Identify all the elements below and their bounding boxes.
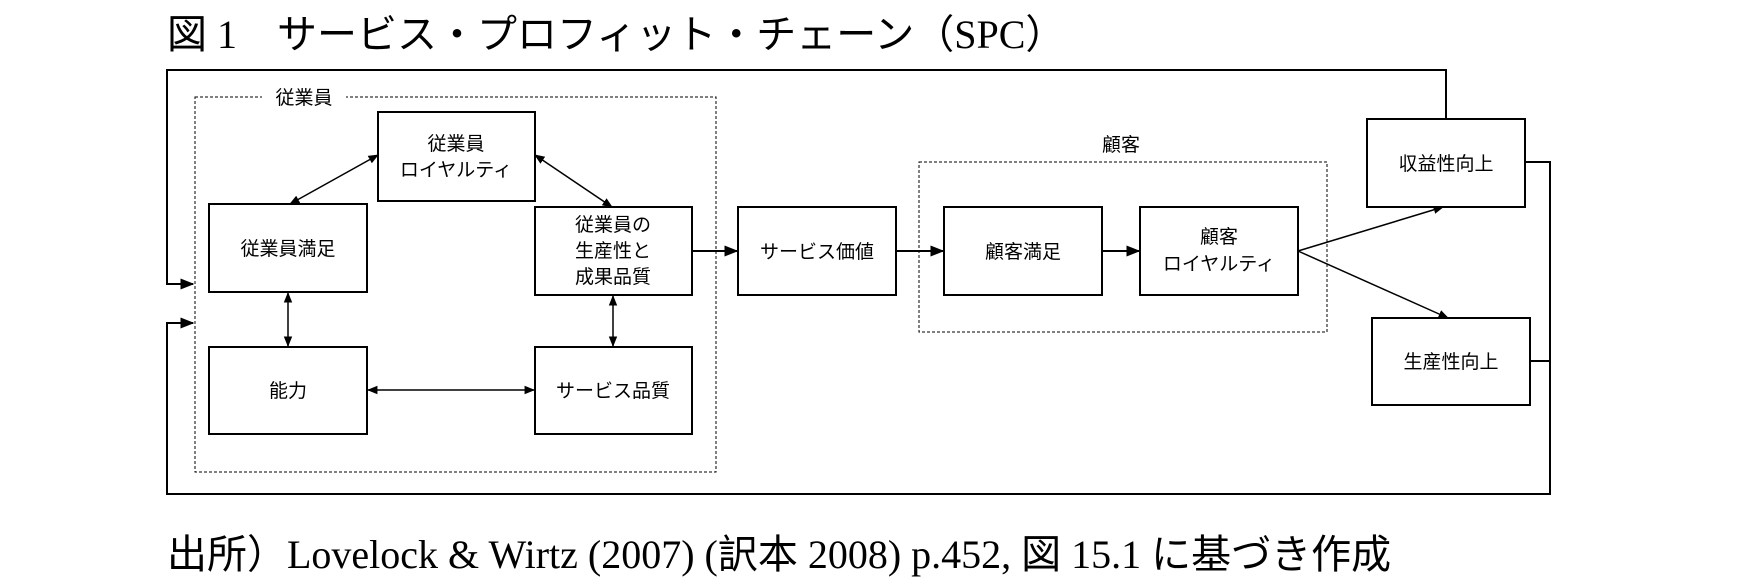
node-employee-productivity: 従業員の 生産性と 成果品質 — [534, 206, 693, 296]
node-label: サービス価値 — [760, 241, 874, 263]
node-label: 収益性向上 — [1398, 153, 1493, 175]
figure-title: 図 1 サービス・プロフィット・チェーン（SPC） — [167, 12, 1066, 57]
arrow-loyalty-productivity-growth — [1297, 250, 1449, 319]
feedback-loop-productivity — [166, 161, 1551, 495]
node-label: ロイヤルティ — [400, 159, 512, 181]
node-productivity-growth: 生産性向上 — [1371, 317, 1531, 406]
node-label: 顧客 — [1200, 226, 1238, 248]
node-service-quality: サービス品質 — [534, 346, 693, 435]
arrow-satisfaction-loyalty — [289, 154, 379, 205]
node-capability: 能力 — [208, 346, 368, 435]
node-customer-loyalty: 顧客 ロイヤルティ — [1139, 206, 1299, 296]
arrow-loyalty-revenue — [1297, 205, 1445, 252]
node-employee-satisfaction: 従業員満足 — [208, 203, 368, 293]
node-label: 成果品質 — [575, 266, 651, 288]
employee-group-label: 従業員 — [275, 87, 332, 109]
node-label: ロイヤルティ — [1163, 253, 1275, 275]
customer-group-label: 顧客 — [1102, 134, 1140, 156]
source-caption: 出所）Lovelock & Wirtz (2007) (訳本 2008) p.4… — [167, 532, 1392, 577]
arrow-loyalty-productivity — [534, 154, 613, 208]
node-label: 生産性と — [575, 240, 651, 262]
node-label: 能力 — [269, 380, 307, 402]
node-employee-loyalty: 従業員 ロイヤルティ — [377, 111, 536, 202]
node-label: 従業員満足 — [240, 238, 335, 260]
node-revenue-growth: 収益性向上 — [1366, 118, 1526, 208]
feedback-loop-revenue — [166, 69, 1447, 290]
customer-group-frame — [918, 161, 1328, 333]
employee-group-frame — [194, 96, 717, 473]
node-service-value: サービス価値 — [737, 206, 897, 296]
node-label: 顧客満足 — [985, 241, 1061, 263]
node-customer-satisfaction: 顧客満足 — [943, 206, 1103, 296]
node-label: 生産性向上 — [1403, 351, 1498, 373]
node-label: サービス品質 — [556, 380, 670, 402]
employee-group-label-bg — [262, 84, 346, 110]
node-label: 従業員 — [427, 133, 484, 155]
node-label: 従業員の — [575, 214, 651, 236]
